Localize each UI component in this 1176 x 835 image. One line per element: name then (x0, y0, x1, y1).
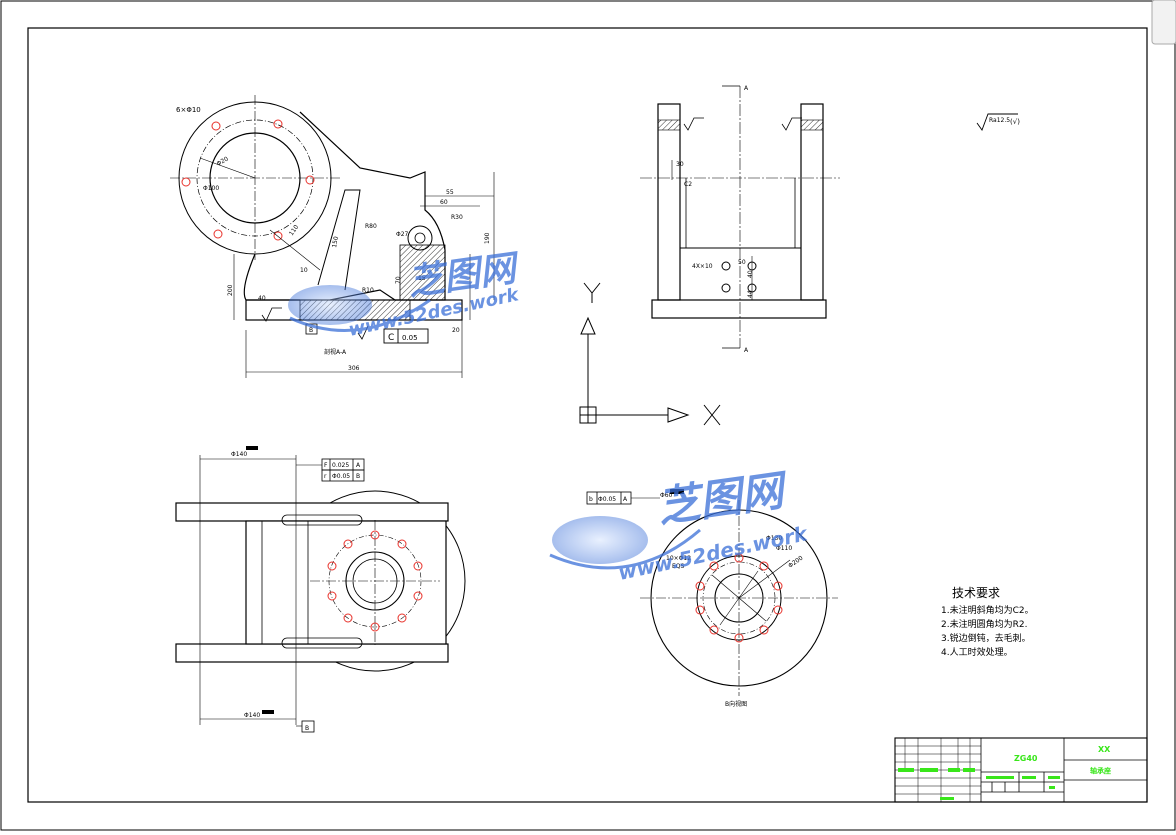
side-view-labels: A A 30 C2 4X×10 50 40 44 (676, 85, 754, 354)
title-block (894, 737, 1148, 803)
top-view (175, 446, 466, 733)
front-dim-110: 110 (288, 224, 300, 238)
top-datum-b: B (305, 725, 309, 732)
title-code: XX (1098, 745, 1111, 754)
watermark-bottom: 芝图网 www.52des.work (549, 465, 811, 585)
b-dim-holes: 10×Φ12 (666, 555, 691, 562)
page-corner-tab[interactable] (1151, 0, 1176, 45)
tech-item: 4.人工时效处理。 (941, 646, 1013, 658)
b-tol-ref: A (623, 496, 628, 503)
front-hole-marks (181, 119, 315, 241)
side-dim-40: 40 (747, 270, 754, 278)
front-dim-20: 20 (452, 327, 460, 334)
tech-item: 1.未注明斜角均为C2。 (941, 604, 1034, 616)
top-hole-marks (327, 530, 423, 632)
title-part-name: 轴承座 (1090, 766, 1111, 775)
side-dim-50: 50 (738, 259, 746, 266)
front-dim-r30: R30 (451, 214, 463, 221)
front-datum-c: C (388, 333, 394, 343)
b-dim-phi110: Φ110 (776, 545, 792, 552)
side-right-upright (800, 103, 824, 301)
tech-title: 技术要求 (952, 586, 1000, 600)
b-dim-eqs: EQS (672, 563, 685, 570)
tech-item: 2.未注明圆角均为R2. (941, 618, 1027, 630)
ucs-axis-glyph (579, 282, 721, 426)
front-dim-phi100: Φ100 (203, 185, 219, 192)
technical-requirements: 技术要求 1.未注明斜角均为C2。 2.未注明圆角均为R2. 3.锐边倒钝，去毛… (941, 586, 1034, 658)
top-tol-row2-sym: r (324, 473, 327, 480)
roughness-value: Ra12.5 (989, 117, 1010, 124)
top-tol-row2-val: Φ0.05 (332, 473, 350, 480)
front-dim-70: 70 (395, 276, 402, 284)
front-dim-r80: R80 (365, 223, 377, 230)
side-view (640, 85, 840, 349)
b-dim-phi200: Φ200 (787, 555, 804, 570)
front-dim-40: 40 (258, 295, 266, 302)
watermark-brand-bottom: 芝图网 (655, 465, 793, 532)
b-dim-phi60: Φ60 (660, 492, 673, 499)
side-section-top: A (744, 85, 749, 92)
front-dim-phi20: Φ20 (216, 155, 230, 167)
front-datum-b: B (309, 327, 313, 334)
top-dim-phi140-top: Φ140 (231, 451, 247, 458)
front-hole-spec: 6×Φ10 (176, 106, 201, 114)
y-axis-mark (583, 282, 601, 303)
front-dim-55: 55 (446, 189, 454, 196)
roughness-note (976, 113, 1018, 131)
front-dim-190: 190 (484, 232, 491, 244)
top-view-labels: Φ140 Φ140 F 0.025 A r Φ0.05 B B (231, 451, 361, 732)
side-dim-c2: C2 (684, 181, 692, 188)
top-upper-bar (175, 502, 449, 522)
front-dim-phi27: Φ27 (396, 231, 409, 238)
side-section-bottom: A (744, 347, 749, 354)
front-dim-200: 200 (227, 284, 234, 296)
front-dim-60: 60 (440, 199, 448, 206)
top-tol-row1-val: 0.025 (332, 462, 349, 469)
front-dim-10: 10 (300, 267, 308, 274)
b-tol-val: Φ0.05 (598, 496, 616, 503)
side-left-upright (657, 103, 681, 301)
side-dim-4x10: 4X×10 (692, 263, 713, 270)
top-tol-row2-ref: B (356, 473, 360, 480)
front-section-caption: 剖视A-A (324, 348, 347, 356)
b-direction-view (586, 489, 838, 696)
b-hole-marks (695, 553, 783, 643)
roughness-paren: (√) (1010, 118, 1020, 126)
side-dim-44: 44 (747, 290, 754, 298)
b-view-caption: B向视图 (725, 700, 747, 708)
title-material: ZG40 (1014, 754, 1038, 763)
tech-item: 3.锐边倒钝，去毛刺。 (941, 632, 1031, 644)
x-axis-mark (703, 404, 721, 426)
front-dim-15: 15 (418, 275, 426, 282)
x-axis-label: X (724, 389, 730, 399)
b-dim-phi130: Φ130 (766, 535, 782, 542)
front-dim-150: 150 (331, 236, 340, 249)
top-tol-row1-ref: A (356, 462, 361, 469)
b-tol-sym: b (589, 496, 593, 503)
y-axis-label: Y (603, 283, 610, 293)
top-tol-row1-sym: F (324, 462, 328, 469)
side-base (651, 299, 827, 319)
front-tol-c: 0.05 (402, 334, 418, 342)
front-dim-306: 306 (348, 365, 360, 372)
sheet-inner-frame (27, 27, 1148, 803)
top-dim-phi140-bottom: Φ140 (244, 712, 260, 719)
side-dim-30: 30 (676, 161, 684, 168)
top-lower-bar (175, 643, 449, 663)
watermark-url-bottom: www.52des.work (616, 521, 811, 585)
front-dim-r10: R10 (362, 287, 374, 294)
